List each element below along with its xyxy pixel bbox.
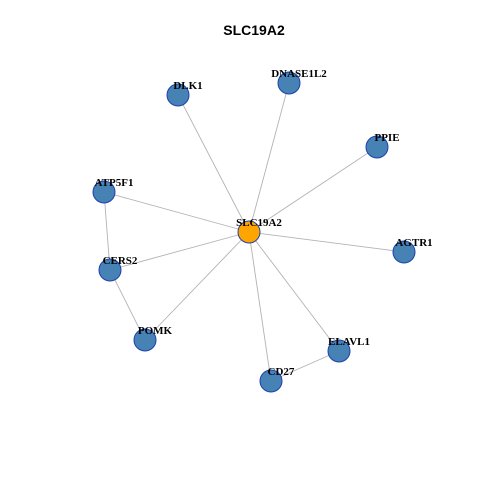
node-cd27 <box>259 369 283 393</box>
edge-slc19a2-dnase1l2 <box>248 82 290 233</box>
node-label-agtr1: AGTR1 <box>395 237 432 249</box>
node-agtr1 <box>392 240 416 264</box>
nodes-layer <box>92 71 416 393</box>
edge-elavl1-cd27 <box>270 350 340 382</box>
edges-layer <box>103 82 405 382</box>
edge-cers2-pomk <box>109 269 146 341</box>
node-atp5f1 <box>92 180 116 204</box>
edge-slc19a2-cd27 <box>248 231 272 382</box>
node-elavl1 <box>327 339 351 363</box>
edge-slc19a2-pomk <box>144 231 250 341</box>
edge-slc19a2-cers2 <box>109 231 250 271</box>
node-label-slc19a2: SLC19A2 <box>236 217 282 229</box>
node-slc19a2 <box>237 220 261 244</box>
node-label-atp5f1: ATP5F1 <box>95 177 134 189</box>
diagram-title: SLC19A2 <box>223 22 285 38</box>
node-cers2 <box>98 258 122 282</box>
node-pomk <box>133 328 157 352</box>
node-dlk1 <box>166 83 190 107</box>
edge-slc19a2-agtr1 <box>248 231 405 253</box>
node-label-ppie: PPIE <box>374 132 399 144</box>
node-label-cd27: CD27 <box>268 366 295 378</box>
node-label-dnase1l2: DNASE1L2 <box>271 68 327 80</box>
node-ppie <box>365 135 389 159</box>
edge-slc19a2-ppie <box>248 146 378 233</box>
node-label-pomk: POMK <box>138 325 173 337</box>
node-label-elavl1: ELAVL1 <box>328 336 370 348</box>
node-dnase1l2 <box>277 71 301 95</box>
node-label-dlk1: DLK1 <box>173 80 202 92</box>
node-label-cers2: CERS2 <box>103 255 138 267</box>
edge-slc19a2-elavl1 <box>248 231 340 352</box>
edge-atp5f1-cers2 <box>103 191 111 271</box>
edge-slc19a2-dlk1 <box>177 94 250 233</box>
edge-slc19a2-atp5f1 <box>103 191 250 233</box>
